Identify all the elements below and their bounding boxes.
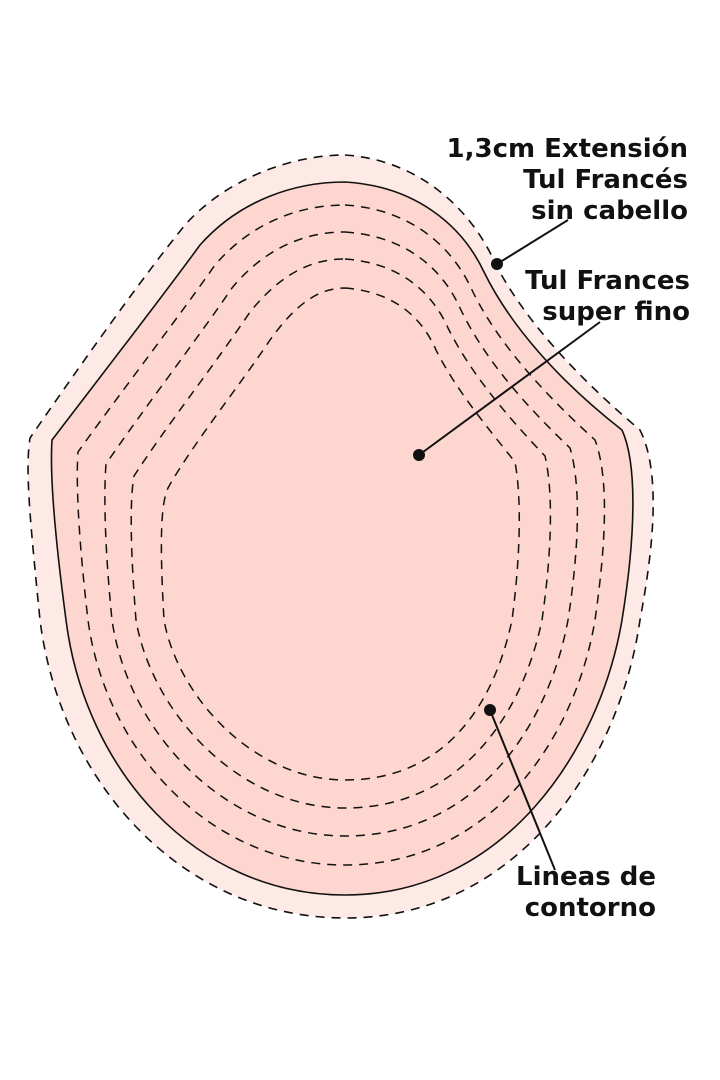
- contour-lines-label: Lineas de contorno: [516, 862, 656, 924]
- extension-label: 1,3cm Extensión Tul Francés sin cabello: [447, 134, 688, 227]
- fine-lace-leader-line: [418, 321, 601, 456]
- fine-lace-label-line-2: super fino: [542, 297, 690, 327]
- contour-line-3: [130, 258, 552, 809]
- contour-label-line-1: Lineas de: [516, 862, 656, 892]
- fine-lace-label-line-1: Tul Frances: [525, 266, 690, 296]
- fine-lace-label: Tul Frances super fino: [525, 266, 690, 328]
- contour-line-1: [76, 204, 606, 866]
- extension-label-line-3: sin cabello: [531, 196, 688, 226]
- extension-leader-line: [496, 219, 569, 265]
- extension-marker-dot: [491, 258, 503, 270]
- extension-outline: [27, 154, 654, 919]
- contour-line-4: [160, 287, 521, 781]
- fine-lace-base: [50, 181, 634, 896]
- fine-lace-marker-dot: [413, 449, 425, 461]
- contour-marker-dot: [484, 704, 496, 716]
- contour-leader-line: [489, 709, 556, 871]
- extension-label-line-2: Tul Francés: [523, 165, 688, 195]
- contour-label-line-2: contorno: [524, 893, 656, 923]
- extension-label-line-1: 1,3cm Extensión: [446, 134, 688, 164]
- contour-line-2: [104, 231, 579, 837]
